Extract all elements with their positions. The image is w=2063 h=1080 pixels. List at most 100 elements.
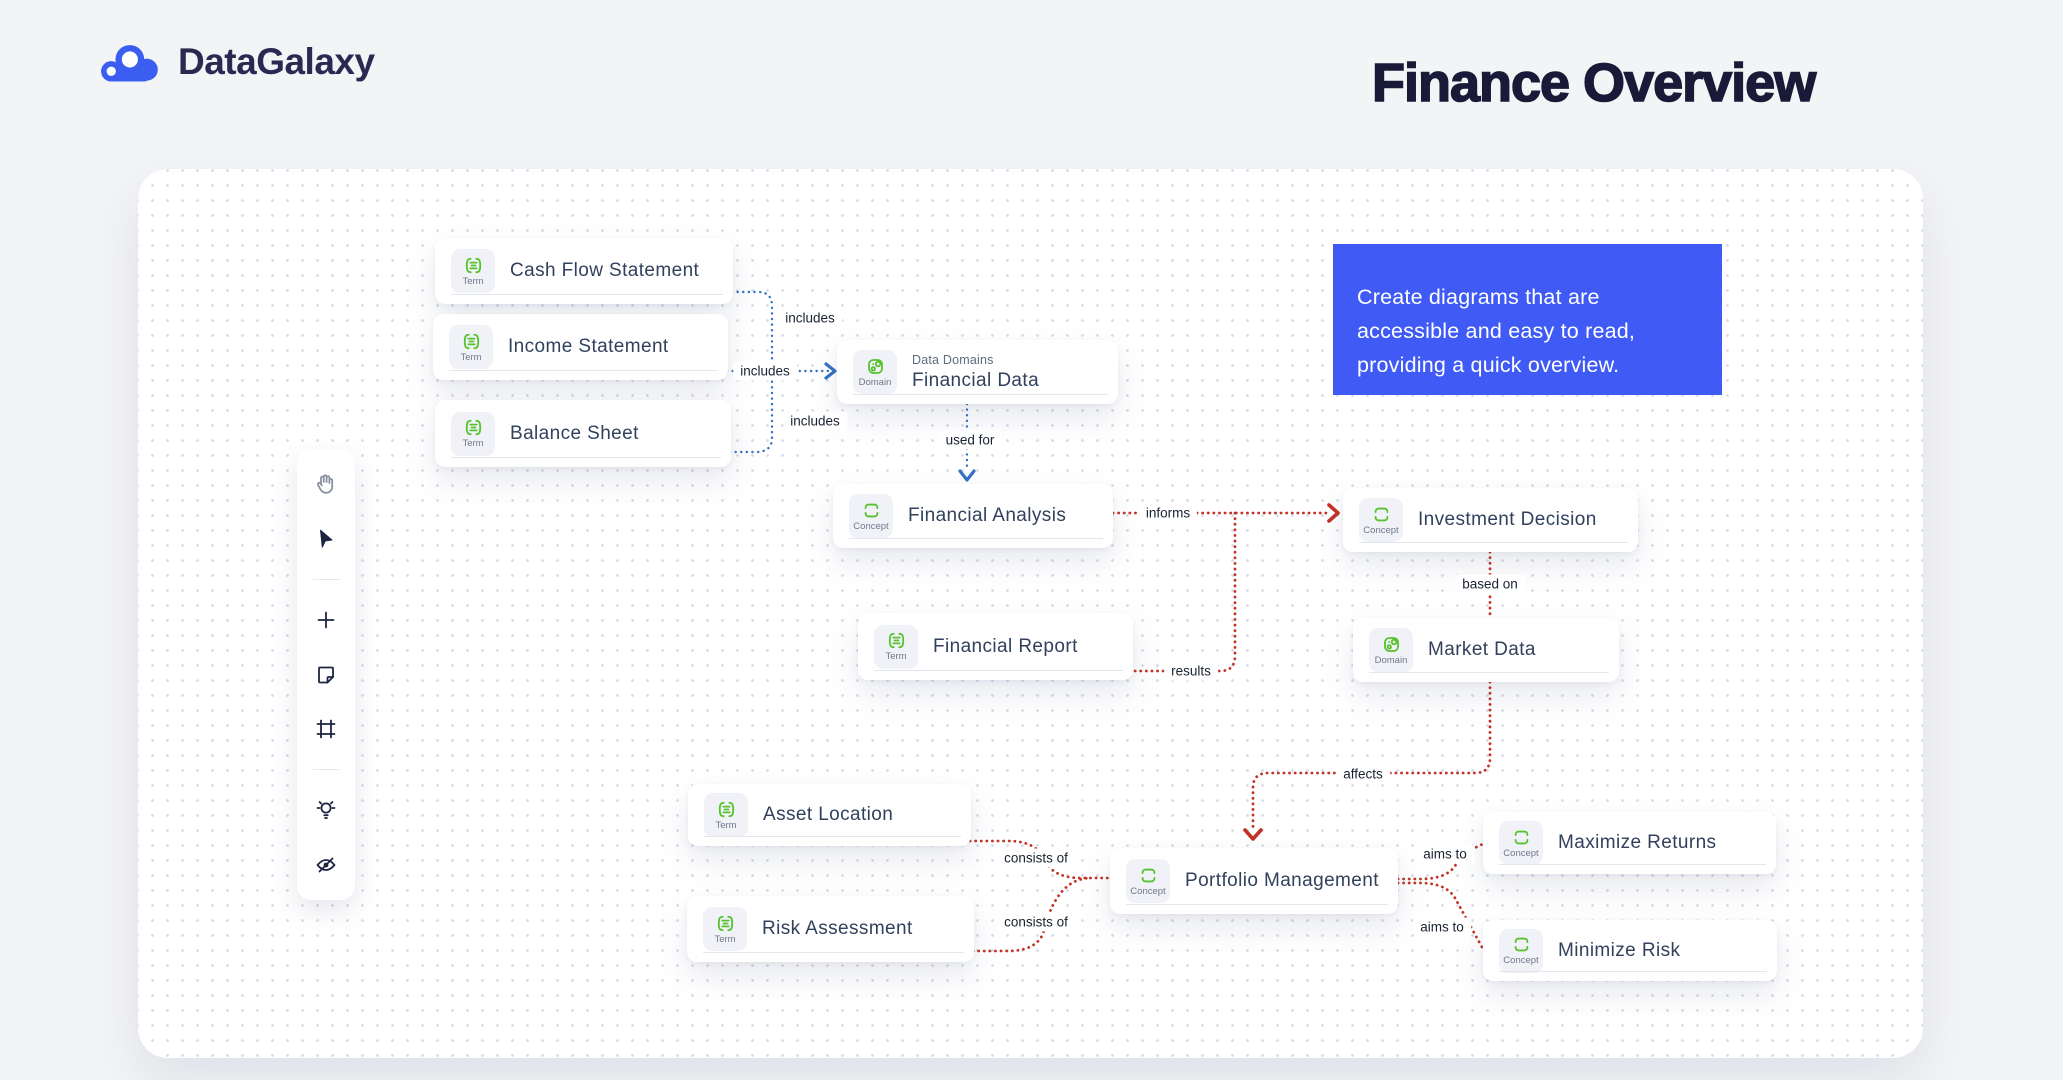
node-title: Financial Data — [912, 369, 1040, 391]
node-title: Market Data — [1428, 639, 1536, 660]
node-title: Financial Analysis — [908, 505, 1067, 526]
frame-icon — [316, 719, 336, 739]
badge-term: Term — [874, 624, 918, 669]
node-underline — [703, 952, 964, 953]
tool-hide[interactable] — [310, 850, 342, 880]
node-underline — [1369, 672, 1609, 673]
badge-term: Term — [449, 325, 493, 369]
node-asset-location[interactable]: Term Asset Location — [676, 784, 971, 858]
node-balance-sheet[interactable]: Term Balance Sheet — [423, 400, 731, 479]
app-logo: DataGalaxy — [96, 40, 375, 84]
badge-concept: Concept — [1126, 859, 1170, 903]
concept-icon — [1374, 507, 1388, 521]
badge-label: Concept — [1363, 524, 1399, 536]
edge-label-results: results — [1164, 661, 1218, 681]
edge-label-used-for: used for — [938, 430, 1002, 450]
canvas-toolbar — [297, 449, 355, 900]
eye-off-icon — [316, 857, 336, 873]
term-icon — [717, 915, 733, 931]
node-underline — [704, 836, 961, 837]
badge-label: Term — [460, 351, 482, 363]
node-title: Portfolio Management — [1185, 870, 1379, 891]
node-title: Risk Assessment — [762, 918, 913, 939]
node-title: Asset Location — [763, 804, 894, 825]
edge-label-aims-to: aims to — [1416, 844, 1474, 864]
callout-box[interactable]: Create diagrams that are accessible and … — [1333, 244, 1722, 395]
node-financial-report[interactable]: Term Financial Report — [846, 613, 1133, 692]
node-market-data[interactable]: Domain Market Data — [1341, 618, 1619, 694]
node-investment-decision[interactable]: Concept Investment Decision — [1331, 488, 1638, 564]
node-underline — [849, 538, 1103, 539]
term-icon — [465, 419, 481, 436]
node-portfolio-management[interactable]: Concept Portfolio Management — [1098, 848, 1398, 926]
tool-add[interactable] — [310, 605, 342, 635]
edge-label-aims-to: aims to — [1413, 917, 1471, 937]
sticky-note-icon — [318, 666, 334, 683]
lightbulb-icon — [316, 801, 336, 820]
concept-icon — [1514, 937, 1528, 952]
node-underline — [1359, 542, 1628, 543]
badge-term: Term — [451, 411, 495, 456]
node-title: Investment Decision — [1418, 509, 1597, 530]
badge-domain: Domain — [853, 350, 897, 394]
edge-label-includes: includes — [778, 308, 842, 328]
badge-term: Term — [704, 793, 748, 837]
node-underline — [449, 370, 718, 371]
node-income-statement[interactable]: Term Income Statement — [421, 314, 728, 392]
node-title: Maximize Returns — [1558, 832, 1717, 853]
node-maximize-returns[interactable]: Concept Maximize Returns — [1471, 812, 1776, 886]
node-financial-data[interactable]: Domain Data Domains Financial Data — [825, 340, 1118, 416]
badge-label: Concept — [1503, 955, 1539, 966]
node-super-label: Data Domains — [912, 352, 994, 367]
node-title: Minimize Risk — [1558, 939, 1681, 961]
node-risk-assessment[interactable]: Term Risk Assessment — [675, 896, 974, 974]
datagalaxy-cloud-icon — [101, 45, 158, 82]
page-title: Finance Overview — [1371, 52, 1817, 114]
plus-icon — [317, 611, 335, 629]
domain-icon — [1383, 636, 1399, 652]
concept-icon — [864, 503, 878, 517]
node-underline — [874, 670, 1123, 671]
tool-select[interactable] — [310, 524, 342, 554]
badge-label: Term — [885, 651, 907, 662]
badge-label: Term — [462, 275, 484, 287]
node-underline — [1126, 904, 1388, 905]
badge-label: Term — [714, 933, 736, 945]
badge-term: Term — [703, 907, 747, 951]
cursor-icon — [320, 529, 333, 548]
badge-concept: Concept — [1499, 928, 1543, 973]
node-underline — [1499, 864, 1766, 865]
node-underline — [1499, 971, 1767, 972]
edge-label-affects: affects — [1336, 764, 1390, 784]
tool-pan[interactable] — [310, 469, 342, 499]
tool-ideas[interactable] — [310, 795, 342, 825]
logo-text: DataGalaxy — [178, 41, 375, 82]
edge-label-informs: informs — [1138, 503, 1198, 523]
edge-label-based-on: based on — [1455, 574, 1525, 594]
toolbar-divider — [313, 578, 339, 580]
term-icon — [888, 632, 904, 649]
node-underline — [451, 294, 723, 295]
node-title: Cash Flow Statement — [510, 260, 700, 281]
badge-concept: Concept — [1499, 821, 1543, 865]
edge-label-consists-of: consists of — [997, 848, 1075, 868]
node-underline — [853, 394, 1108, 395]
node-underline — [451, 457, 721, 458]
concept-icon — [1141, 868, 1155, 882]
node-minimize-risk[interactable]: Concept Minimize Risk — [1471, 920, 1777, 993]
edge-label-includes: includes — [783, 411, 847, 431]
term-icon — [463, 333, 479, 349]
node-title: Financial Report — [933, 635, 1078, 657]
node-financial-analysis[interactable]: Concept Financial Analysis — [821, 484, 1113, 560]
concept-icon — [1514, 830, 1528, 844]
toolbar-divider — [313, 769, 339, 771]
term-icon — [465, 257, 481, 273]
edge-label-includes: includes — [733, 361, 797, 381]
diagram-canvas[interactable]: Create diagrams that are accessible and … — [138, 169, 1923, 1058]
badge-label: Domain — [858, 376, 892, 388]
node-cash-flow-statement[interactable]: Term Cash Flow Statement — [423, 238, 733, 316]
tool-frame[interactable] — [310, 714, 342, 744]
badge-concept: Concept — [849, 494, 893, 538]
node-title: Income Statement — [508, 336, 669, 357]
tool-note[interactable] — [310, 660, 342, 690]
